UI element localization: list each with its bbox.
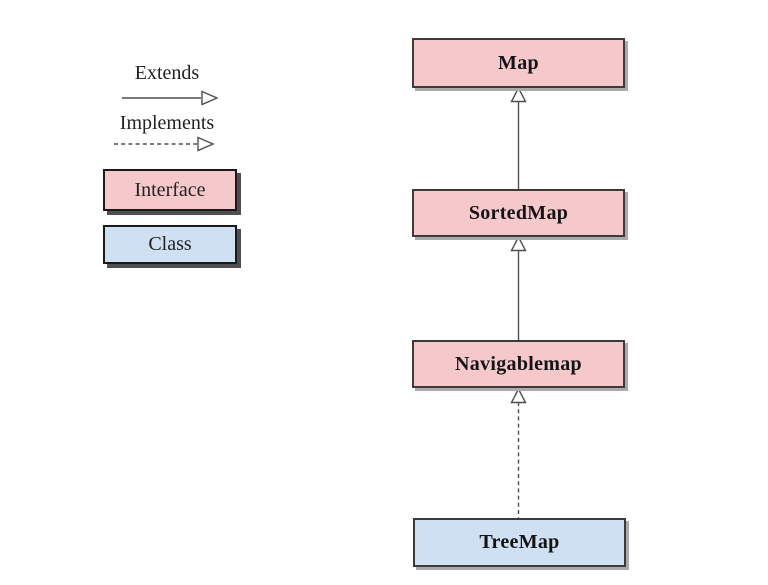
- edge-treemap-implements-navigablemap: [510, 387, 527, 518]
- node-sortedmap-label: SortedMap: [468, 201, 569, 224]
- legend-interface-label: Interface: [134, 178, 206, 201]
- node-treemap-label: TreeMap: [479, 531, 560, 553]
- legend-implements-label: Implements: [119, 112, 215, 134]
- implements-arrow-icon: [114, 136, 215, 152]
- node-navigablemap-label: Navigablemap: [455, 352, 582, 375]
- legend-class-key: Class: [103, 225, 237, 264]
- node-map: Map: [412, 38, 625, 88]
- node-map-label: Map: [498, 51, 539, 74]
- legend-interface-key: Interface: [103, 169, 237, 211]
- edge-sortedmap-extends-map: [510, 86, 527, 189]
- legend-class-label: Class: [148, 233, 192, 255]
- node-sortedmap: SortedMap: [412, 189, 625, 237]
- node-navigablemap: Navigablemap: [412, 340, 625, 388]
- node-treemap: TreeMap: [413, 518, 626, 567]
- edge-navigablemap-extends-sortedmap: [510, 235, 527, 340]
- legend-extends-label: Extends: [134, 62, 200, 84]
- extends-arrow-icon: [122, 90, 219, 106]
